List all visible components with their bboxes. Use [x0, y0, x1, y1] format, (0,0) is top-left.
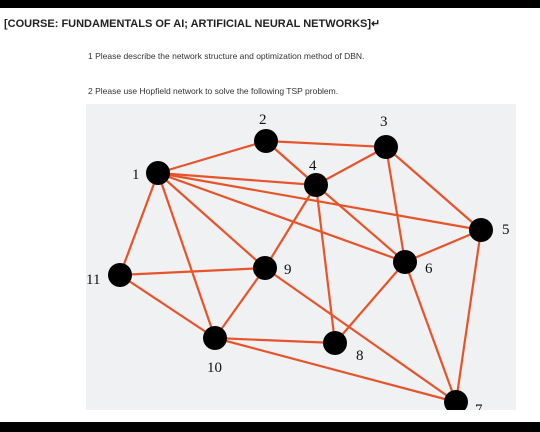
- edge-2-3: [265, 139, 387, 149]
- edge-3-5: [385, 146, 482, 231]
- edge-1-9: [157, 172, 266, 269]
- edge-1-10: [156, 172, 217, 339]
- node-9: [253, 256, 277, 280]
- node-label-1: 1: [132, 167, 140, 183]
- edge-3-6: [384, 146, 407, 263]
- node-5: [469, 218, 493, 242]
- node-6: [393, 250, 417, 274]
- node-label-10: 10: [207, 360, 222, 376]
- node-4: [304, 173, 328, 197]
- node-label-9: 9: [284, 262, 292, 278]
- node-3: [374, 135, 398, 159]
- edge-7-10: [214, 336, 457, 404]
- node-label-5: 5: [502, 222, 510, 238]
- question-2: 2 Please use Hopfield network to solve t…: [88, 86, 339, 96]
- tsp-graph: 1 2 3 4 5 6 7 8 9 10 11: [86, 112, 510, 410]
- edge-9-11: [119, 266, 266, 277]
- edge-1-4: [157, 171, 317, 187]
- edge-1-5: [157, 171, 482, 232]
- node-label-11: 11: [86, 272, 100, 288]
- node-label-6: 6: [425, 261, 433, 277]
- question-1: 1 Please describe the network structure …: [88, 51, 365, 61]
- node-label-2: 2: [259, 112, 267, 128]
- node-label-8: 8: [356, 348, 364, 364]
- node-11: [108, 263, 132, 287]
- edge-5-6: [404, 228, 482, 264]
- tsp-graph-figure: 1 2 3 4 5 6 7 8 9 10 11: [86, 104, 516, 410]
- course-heading: [COURSE: FUNDAMENTALS OF AI; ARTIFICIAL …: [4, 18, 381, 30]
- node-label-7: 7: [475, 402, 483, 410]
- document-page: [COURSE: FUNDAMENTALS OF AI; ARTIFICIAL …: [0, 8, 540, 422]
- edge-7-9: [264, 267, 457, 403]
- node-1: [146, 161, 170, 185]
- node-2: [254, 129, 278, 153]
- edge-1-6: [157, 171, 406, 264]
- edge-6-7: [403, 261, 458, 403]
- edge-1-11: [118, 172, 160, 276]
- edge-10-11: [119, 274, 216, 339]
- edge-6-8: [334, 261, 406, 344]
- edge-5-7: [454, 229, 483, 403]
- edge-4-6: [315, 184, 406, 263]
- node-7: [444, 390, 468, 410]
- node-10: [203, 326, 227, 350]
- node-label-3: 3: [380, 114, 388, 130]
- edge-8-10: [214, 336, 336, 345]
- edge-3-4: [315, 146, 387, 186]
- edge-4-8: [314, 184, 337, 344]
- edge-9-10: [214, 267, 266, 339]
- node-8: [323, 331, 347, 355]
- edge-1-2: [157, 139, 267, 175]
- edge-4-9: [264, 184, 317, 269]
- node-label-4: 4: [309, 158, 317, 174]
